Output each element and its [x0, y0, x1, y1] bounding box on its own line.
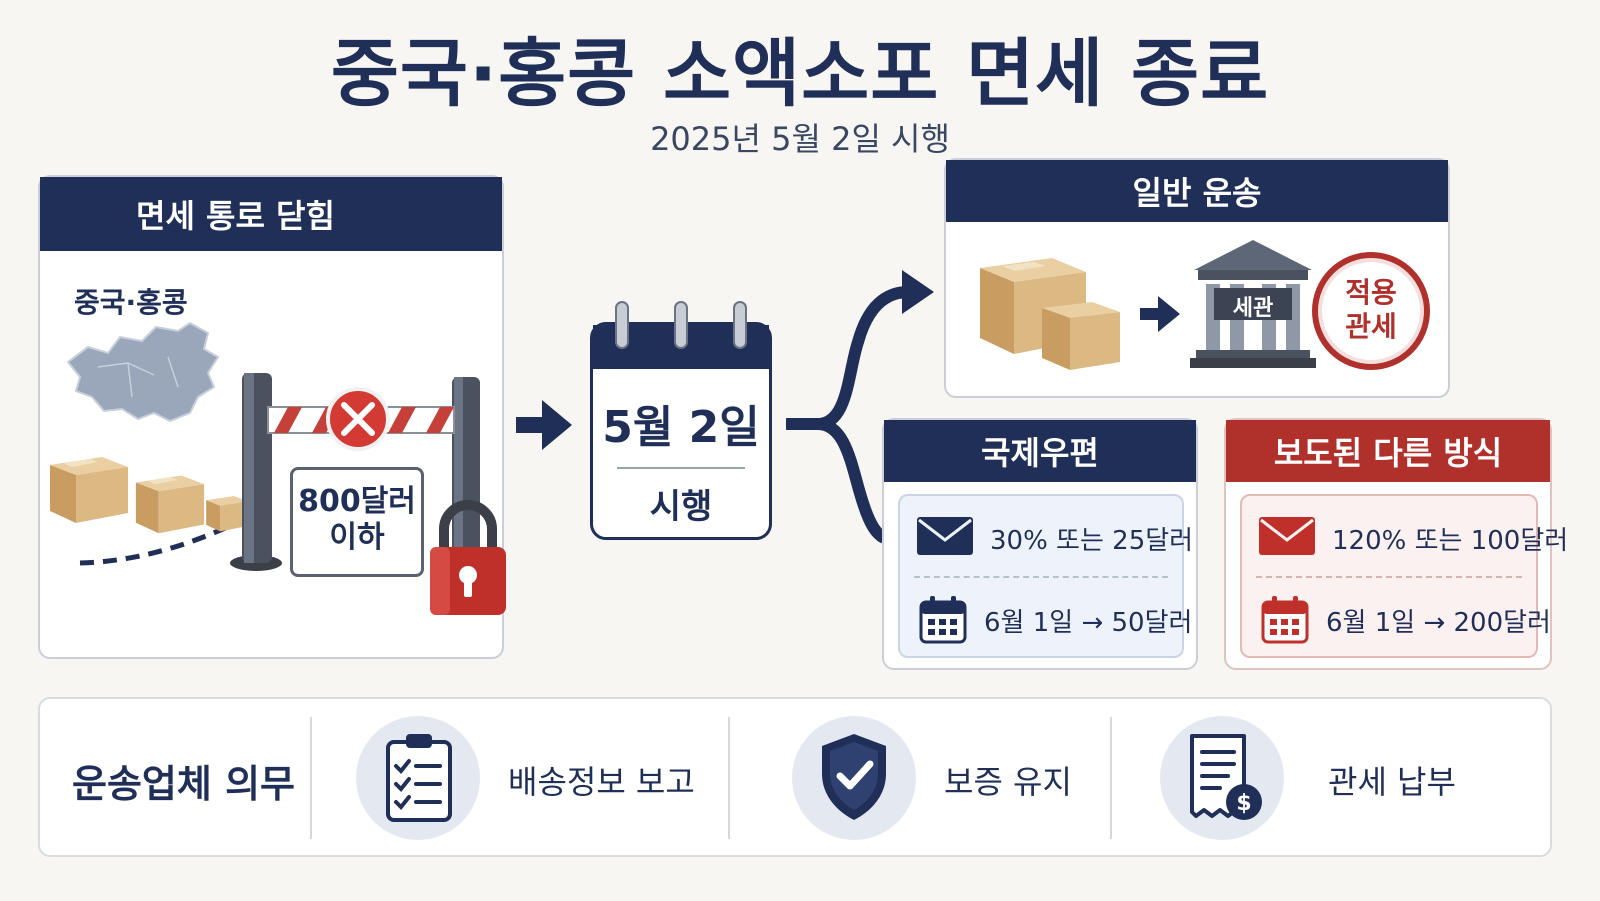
envelope-icon	[1259, 517, 1315, 555]
svg-text:$: $	[1236, 791, 1251, 816]
calendar-date: 5월 2일	[602, 402, 760, 453]
duty-label-report: 배송정보 보고	[508, 763, 695, 801]
intl-mail-panel: 국제우편 30% 또는 25달러 6월 1일 → 50달러	[882, 418, 1198, 670]
carrier-duties-bar: 운송업체 의무 배송정보 보고 보증 유지 $	[38, 697, 1552, 857]
general-shipping-header: 일반 운송	[946, 160, 1448, 222]
calendar-body: 5월 2일 시행	[590, 322, 772, 540]
calendar-icon	[919, 596, 967, 644]
clipboard-checklist-icon	[386, 734, 452, 822]
duty-free-closed-header-text: 면세 통로 닫힘	[136, 197, 335, 235]
other-method-panel: 보도된 다른 방식 120% 또는 100달러 6월 1일 → 200달러	[1224, 418, 1568, 670]
other-method-rate-row1: 120% 또는 100달러	[1332, 526, 1569, 556]
envelope-icon	[917, 517, 973, 555]
duty-icon-circle	[356, 716, 480, 840]
section-divider	[310, 717, 312, 839]
calendar-icon	[1261, 596, 1309, 644]
other-method-rate-row2: 6월 1일 → 200달러	[1326, 608, 1551, 638]
duty-label-bond: 보증 유지	[944, 763, 1072, 801]
padlock-icon	[430, 500, 506, 615]
customs-building-icon	[1190, 240, 1316, 368]
arrow-right-icon	[1140, 296, 1180, 332]
calendar-rings	[615, 301, 747, 349]
tariff-stamp-text: 적용 관세	[1345, 276, 1397, 343]
threshold-sign: 800달러 이하	[290, 467, 424, 577]
calendar-caption: 시행	[649, 487, 713, 527]
receipt-dollar-icon: $	[1190, 734, 1262, 820]
duty-label-tariff-payment: 관세 납부	[1328, 763, 1456, 801]
intl-mail-header: 국제우편	[884, 420, 1196, 482]
tariff-stamp: 적용 관세	[1312, 252, 1430, 370]
branch-arrows	[786, 270, 934, 544]
intl-mail-header-text: 국제우편	[981, 434, 1099, 472]
row-divider	[1256, 576, 1522, 578]
other-method-rates-box: 120% 또는 100달러 6월 1일 → 200달러	[1240, 494, 1568, 658]
arrow-right-icon	[516, 400, 572, 450]
parcel-box-icon	[50, 457, 128, 523]
duty-free-closed-panel: 면세 통로 닫힘 중국·홍콩	[38, 175, 506, 659]
threshold-sign-text: 800달러 이하	[298, 484, 416, 555]
intl-mail-rate-row1: 30% 또는 25달러	[990, 526, 1194, 556]
page-subtitle: 2025년 5월 2일 시행	[650, 120, 950, 158]
general-shipping-header-text: 일반 운송	[1132, 174, 1262, 212]
section-divider	[728, 717, 730, 839]
section-divider	[1110, 717, 1112, 839]
calendar-divider	[617, 467, 745, 469]
parcel-box-icon	[135, 475, 205, 534]
intl-mail-rates-box: 30% 또는 25달러 6월 1일 → 50달러	[898, 494, 1193, 658]
shipping-path-dashed	[79, 520, 238, 566]
effective-date-calendar: 5월 2일 시행	[590, 301, 772, 540]
row-divider	[914, 576, 1168, 578]
customs-label: 세관	[1232, 296, 1274, 321]
other-method-header-text: 보도된 다른 방식	[1273, 434, 1503, 472]
duty-icon-circle	[792, 716, 916, 840]
carrier-duties-header: 운송업체 의무	[72, 762, 295, 806]
intl-mail-rate-row2: 6월 1일 → 50달러	[984, 608, 1193, 638]
china-map-icon	[66, 321, 220, 423]
duty-icon-circle: $	[1160, 716, 1284, 840]
parcel-box-icon	[206, 496, 248, 532]
other-method-header: 보도된 다른 방식	[1226, 420, 1550, 482]
shield-check-icon	[822, 734, 886, 820]
page-title: 중국·홍콩 소액소포 면세 종료	[330, 31, 1270, 117]
parcel-boxes-icon	[980, 258, 1120, 370]
general-shipping-panel: 일반 운송 세관 적용 관세	[944, 158, 1450, 398]
duty-free-closed-header: 면세 통로 닫힘	[40, 177, 502, 251]
region-label: 중국·홍콩	[74, 286, 188, 319]
